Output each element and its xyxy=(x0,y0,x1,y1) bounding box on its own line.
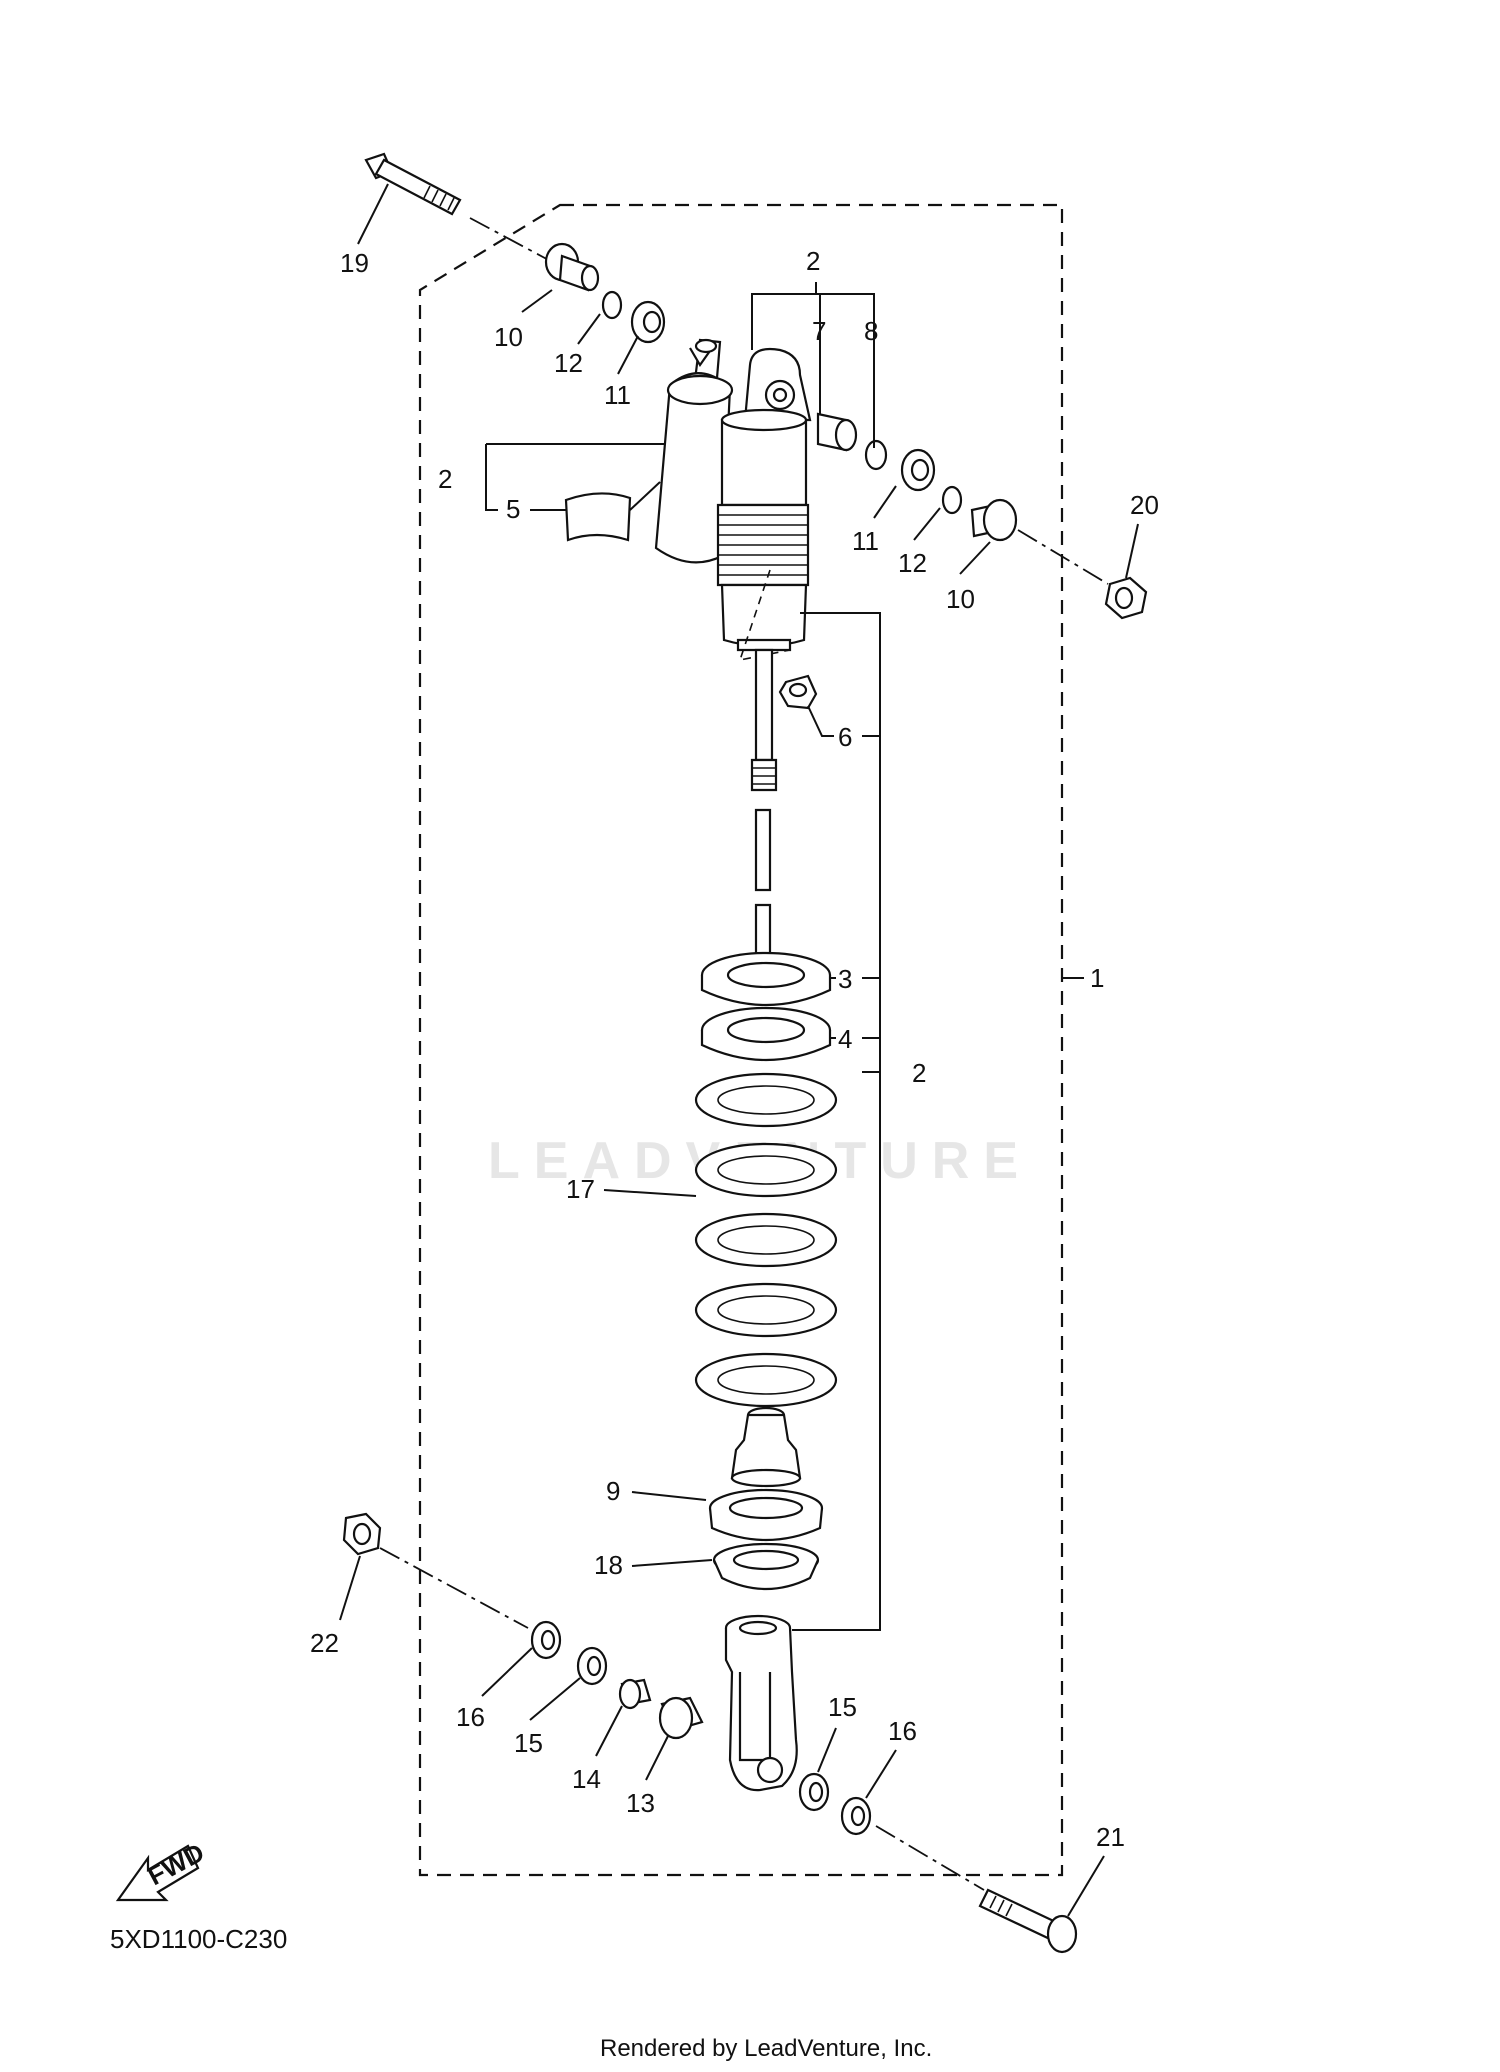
leader-16-left xyxy=(481,1647,533,1697)
leader-13 xyxy=(645,1735,669,1781)
diagram-code: 5XD1100-C230 xyxy=(110,1924,287,1954)
callout-16-left: 16 xyxy=(456,1702,485,1732)
collar-10-right xyxy=(970,498,1018,542)
callout-16-right: 16 xyxy=(888,1716,917,1746)
adjust-ring-4 xyxy=(700,1006,832,1062)
callout-12-left: 12 xyxy=(554,348,583,378)
bolt-21 xyxy=(978,1888,1078,1954)
leader-6 xyxy=(807,705,880,737)
callout-7: 7 xyxy=(812,316,826,346)
leader-21 xyxy=(1067,1855,1105,1917)
seal-11-right xyxy=(900,448,936,492)
leader-9 xyxy=(631,1491,707,1501)
washer-15-left xyxy=(576,1646,608,1686)
adjuster-6 xyxy=(778,674,818,710)
reservoir-band-5 xyxy=(564,492,632,542)
lock-ring-3 xyxy=(700,951,832,1007)
callout-2-right: 2 xyxy=(912,1058,926,1088)
callout-5: 5 xyxy=(506,494,520,524)
callout-1: 1 xyxy=(1090,963,1104,993)
callout-14: 14 xyxy=(572,1764,601,1794)
leader-11-left xyxy=(617,335,639,375)
callout-21: 21 xyxy=(1096,1822,1125,1852)
callout-20: 20 xyxy=(1130,490,1159,520)
leader-17 xyxy=(603,1189,697,1197)
axis-line-top-left xyxy=(469,217,557,265)
leader-15-left xyxy=(529,1677,581,1721)
bolt-19 xyxy=(364,152,462,216)
washer-15-right xyxy=(798,1772,830,1812)
callout-3: 3 xyxy=(838,964,852,994)
nut-22 xyxy=(342,1512,382,1556)
axis-line-bottom-right xyxy=(875,1825,985,1891)
bushing-7 xyxy=(816,412,858,452)
bracket-2-top xyxy=(751,282,875,448)
bump-stop xyxy=(730,1406,802,1488)
callout-15-left: 15 xyxy=(514,1728,543,1758)
o-ring-12-right xyxy=(941,485,963,515)
callout-10-left: 10 xyxy=(494,322,523,352)
spring-guide-18 xyxy=(712,1542,820,1591)
leader-12-left xyxy=(577,313,601,345)
callout-18: 18 xyxy=(594,1550,623,1580)
collar-13 xyxy=(658,1696,704,1740)
leader-12-right xyxy=(913,507,941,541)
nut-20 xyxy=(1104,576,1148,620)
callout-4: 4 xyxy=(838,1024,852,1054)
callout-2-top: 2 xyxy=(806,246,820,276)
seal-11-left xyxy=(630,300,666,344)
bushing-14 xyxy=(618,1678,652,1710)
washer-16-right xyxy=(840,1796,872,1836)
rod-connector-line xyxy=(738,569,791,662)
leader-20 xyxy=(1125,523,1139,579)
spring-17 xyxy=(694,1072,838,1408)
callout-11-left: 11 xyxy=(604,380,631,410)
leader-19 xyxy=(357,183,389,245)
callout-2-left: 2 xyxy=(438,464,452,494)
ring-8 xyxy=(864,439,888,471)
callout-22: 22 xyxy=(310,1628,339,1658)
spring-guide-9 xyxy=(708,1488,824,1542)
leader-22 xyxy=(339,1555,361,1621)
bracket-2-left xyxy=(485,443,664,511)
leader-16-right xyxy=(865,1749,897,1799)
svg-text:FWD: FWD xyxy=(143,1837,209,1891)
lower-clevis xyxy=(724,1614,798,1792)
leader-11-right xyxy=(873,485,897,519)
o-ring-12-left xyxy=(601,290,623,320)
callout-13: 13 xyxy=(626,1788,655,1818)
leader-10-right xyxy=(959,541,991,575)
washer-16-left xyxy=(530,1620,562,1660)
shock-body-upper xyxy=(716,347,812,652)
callout-17: 17 xyxy=(566,1174,595,1204)
reservoir-tank xyxy=(654,338,734,564)
assembly-boundary xyxy=(418,203,1064,1877)
render-credit: Rendered by LeadVenture, Inc. xyxy=(600,2035,932,2062)
callout-19: 19 xyxy=(340,248,369,278)
callout-11-right: 11 xyxy=(852,526,879,556)
callout-8: 8 xyxy=(864,316,878,346)
axis-line-top-right xyxy=(1017,529,1109,585)
leader-14 xyxy=(595,1705,623,1757)
axis-line-bottom-left xyxy=(379,1547,529,1629)
leader-15-right xyxy=(817,1727,837,1773)
leader-18 xyxy=(631,1559,713,1567)
callout-6: 6 xyxy=(838,722,852,752)
collar-10-left xyxy=(544,242,600,292)
callout-10-right: 10 xyxy=(946,584,975,614)
callout-15-right: 15 xyxy=(828,1692,857,1722)
leader-10-left xyxy=(521,289,553,313)
callout-9: 9 xyxy=(606,1476,620,1506)
piston-rod xyxy=(750,648,778,957)
fwd-arrow-icon: FWD xyxy=(115,1837,209,1902)
bracket-2-right xyxy=(792,612,881,1631)
callout-12-right: 12 xyxy=(898,548,927,578)
